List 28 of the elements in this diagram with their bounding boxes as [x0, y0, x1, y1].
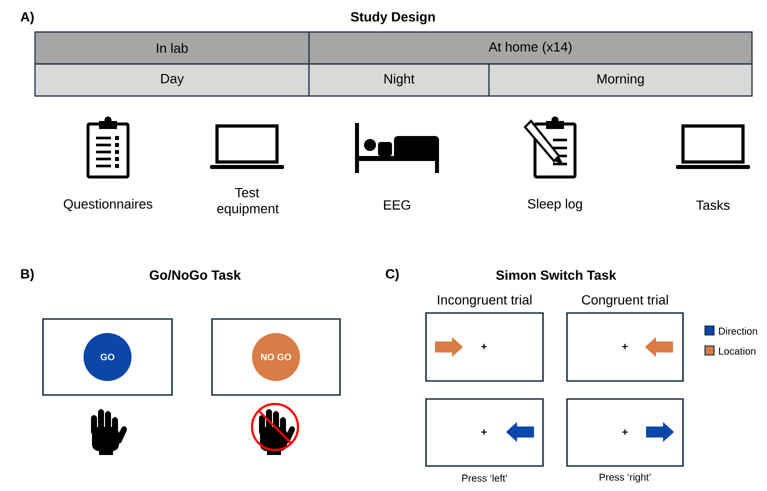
- icon-caption: Sleep log: [528, 198, 582, 212]
- response-caption: Press ‘right’: [600, 473, 650, 483]
- panel-letter: B): [21, 268, 34, 282]
- table-cell: At home (x14): [308, 31, 753, 65]
- screen-box: [42, 318, 173, 396]
- table-cell: Morning: [488, 63, 753, 97]
- table-cell: Day: [34, 63, 310, 97]
- panel-letter: C): [386, 268, 399, 282]
- legend-label: Location: [719, 347, 756, 355]
- column-heading: Incongruent trial: [438, 294, 532, 308]
- screen-box: [211, 318, 341, 396]
- column-heading: Congruent trial: [582, 294, 668, 308]
- panel-title: Go/NoGo Task: [150, 270, 241, 280]
- screen-box: +: [425, 312, 544, 382]
- icon-caption: Test equipment: [217, 188, 279, 216]
- response-caption: Press ‘left’: [462, 474, 507, 482]
- icon-caption: EEG: [384, 200, 410, 210]
- screen-box: +: [566, 398, 684, 467]
- screen-box: +: [566, 312, 684, 382]
- icon-caption: Questionnaires: [64, 198, 152, 212]
- panel-title: Study Design: [350, 12, 435, 24]
- legend-label: Direction: [719, 327, 758, 335]
- screen-box: +: [425, 398, 544, 467]
- panel-title: Simon Switch Task: [496, 270, 616, 280]
- table-cell: Night: [308, 63, 490, 97]
- table-cell: In lab: [34, 31, 310, 65]
- panel-letter: A): [20, 12, 34, 24]
- icon-caption: Tasks: [696, 200, 730, 210]
